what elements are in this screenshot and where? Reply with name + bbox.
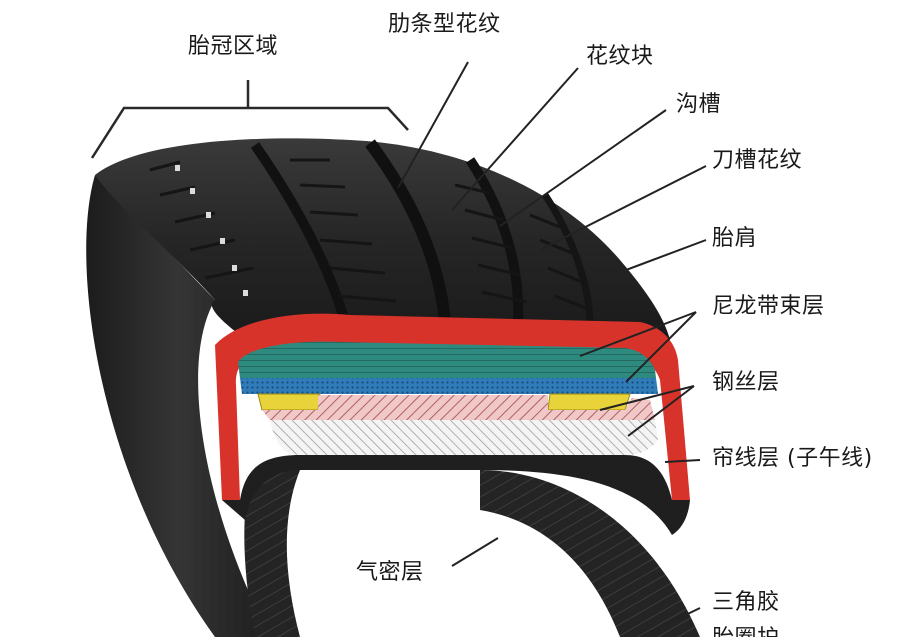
tread-surface — [95, 138, 670, 340]
label-shoulder: 胎肩 — [712, 226, 758, 251]
ply-white-layer — [270, 420, 658, 455]
label-inner-liner: 气密层 — [356, 560, 424, 585]
label-ply: 帘线层 (子午线) — [712, 446, 873, 471]
label-groove: 沟槽 — [676, 92, 722, 117]
right-inner-wall — [480, 470, 700, 637]
tread-blocks — [149, 158, 592, 312]
crown-zone-bracket — [90, 106, 409, 159]
nylon-belt-layer — [238, 341, 656, 378]
leader-lines — [397, 61, 707, 637]
label-apex: 三角胶 — [712, 590, 780, 615]
label-sipe-pattern: 刀槽花纹 — [712, 148, 803, 173]
label-tread-block: 花纹块 — [586, 44, 654, 69]
steel-belt-layer — [240, 378, 658, 394]
label-nylon-belt: 尼龙带束层 — [712, 294, 825, 319]
label-rib-pattern: 肋条型花纹 — [388, 12, 501, 37]
inner-liner — [222, 455, 690, 535]
left-sidewall — [86, 175, 270, 637]
label-steel-belt: 钢丝层 — [712, 370, 780, 395]
label-crown-zone: 胎冠区域 — [188, 34, 279, 59]
ply-hatched-layer — [262, 398, 655, 420]
label-partial-bottom: 胎圈护 — [712, 628, 780, 637]
